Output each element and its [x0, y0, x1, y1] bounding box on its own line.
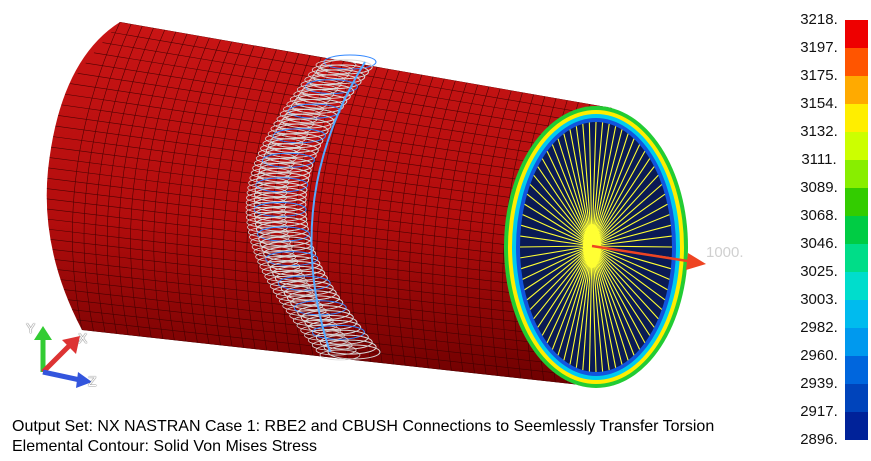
- legend-label: 3218.: [800, 11, 838, 28]
- legend-swatch: [845, 76, 868, 104]
- legend-swatch: [845, 300, 868, 328]
- legend-label: 2960.: [800, 347, 838, 364]
- legend-swatch: [845, 328, 868, 356]
- legend-label: 3089.: [800, 179, 838, 196]
- legend-label: 3111.: [801, 151, 837, 168]
- legend-swatch: [845, 132, 868, 160]
- triad-x-axis: [41, 344, 71, 374]
- rbe2-spokes: [519, 121, 673, 373]
- contour-status: Elemental Contour: Solid Von Mises Stres…: [12, 438, 318, 455]
- legend-label: 2896.: [800, 431, 838, 448]
- cbush-spring-band: [245, 54, 381, 361]
- triad-y-label: Y: [26, 320, 36, 336]
- triad-x-label: X: [78, 330, 88, 346]
- legend-swatch: [845, 160, 868, 188]
- force-label: 1000.: [706, 244, 744, 261]
- legend-swatch: [845, 272, 868, 300]
- legend-swatch: [845, 48, 868, 76]
- stress-legend-bar: [845, 20, 868, 440]
- legend-label: 3154.: [800, 95, 838, 112]
- legend-label: 3025.: [800, 263, 838, 280]
- legend-swatch: [845, 188, 868, 216]
- legend-label: 2982.: [800, 319, 838, 336]
- legend-label: 3197.: [800, 39, 838, 56]
- output-set-status: Output Set: NX NASTRAN Case 1: RBE2 and …: [12, 418, 715, 435]
- legend-label: 3175.: [800, 67, 838, 84]
- force-arrow: [591, 244, 706, 270]
- cylinder-surface: [46, 22, 613, 386]
- legend-swatch: [845, 244, 868, 272]
- legend-swatch: [845, 384, 868, 412]
- legend-label: 3132.: [800, 123, 838, 140]
- legend-swatch: [845, 216, 868, 244]
- legend-label: 2939.: [800, 375, 838, 392]
- legend-label: 3003.: [800, 291, 838, 308]
- triad-y-arrowhead: [34, 326, 52, 340]
- triad-z-axis: [42, 369, 81, 383]
- legend-swatch: [845, 20, 868, 48]
- legend-swatch: [845, 356, 868, 384]
- legend-swatch: [845, 412, 868, 440]
- triad-z-arrowhead: [76, 372, 92, 388]
- triad-z-label: Z: [88, 373, 97, 389]
- triad-x-arrowhead: [62, 336, 80, 354]
- coordinate-triad: [34, 326, 92, 388]
- legend-label: 3068.: [800, 207, 838, 224]
- legend-label: 3046.: [800, 235, 838, 252]
- legend-swatch: [845, 104, 868, 132]
- legend-label: 2917.: [800, 403, 838, 420]
